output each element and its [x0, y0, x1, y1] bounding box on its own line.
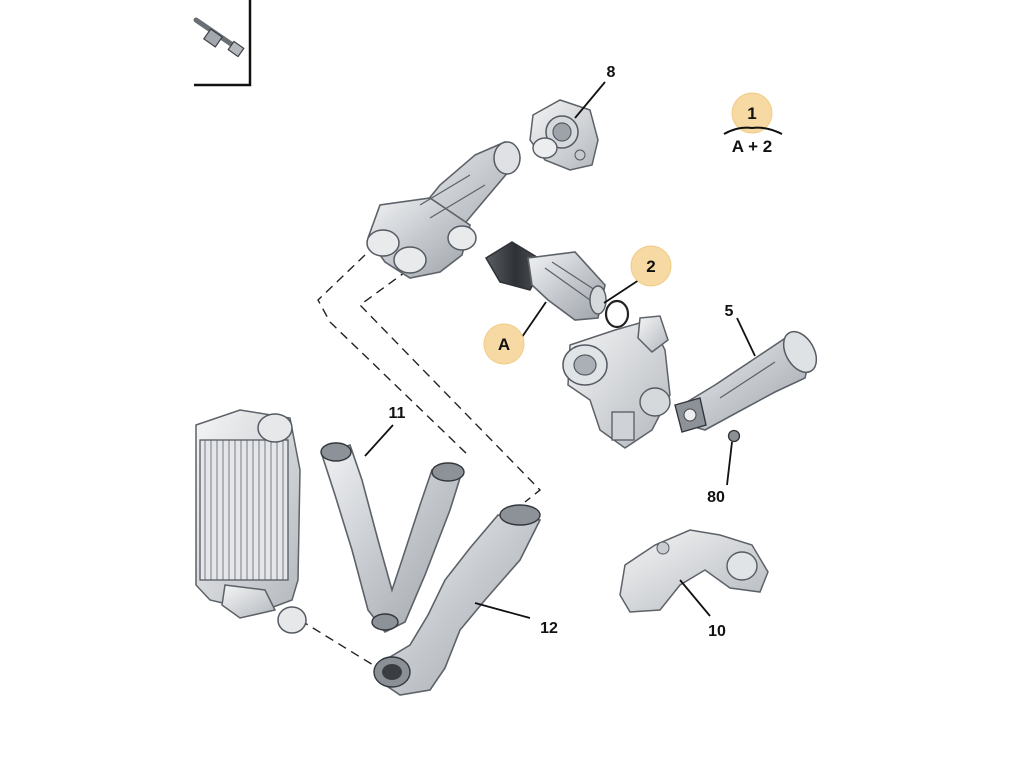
callout-label-8[interactable]: 8 — [607, 64, 616, 81]
callout-badge-A — [483, 323, 525, 365]
turbocharger — [562, 315, 671, 449]
bracket-part-10 — [619, 529, 769, 613]
connection-dashed-lines — [299, 254, 542, 669]
callout-2[interactable]: 2 — [630, 245, 672, 287]
callout-label-1: 1 — [747, 104, 756, 123]
o-ring-part-2 — [604, 299, 630, 329]
kit-callout-1[interactable]: 1 A + 2 — [723, 92, 783, 156]
callout-label-2: 2 — [646, 257, 655, 276]
callout-label-12[interactable]: 12 — [540, 620, 558, 637]
intake-manifold-tube — [366, 141, 522, 279]
charge-hose-part-11 — [320, 442, 465, 634]
callout-label-10[interactable]: 10 — [708, 623, 726, 640]
intercooler — [195, 409, 307, 634]
callout-A[interactable]: A — [483, 323, 525, 365]
intake-hose-part-A — [484, 241, 607, 321]
brace-icon — [723, 126, 783, 135]
nut-part-80 — [727, 429, 741, 443]
callout-badge-1 — [731, 92, 773, 134]
callout-label-80[interactable]: 80 — [707, 489, 725, 506]
inset-frame — [193, 0, 252, 87]
callout-label-A: A — [498, 335, 510, 354]
charge-hose-part-12 — [373, 504, 542, 696]
callout-label-5[interactable]: 5 — [725, 303, 734, 320]
throttle-body-part-8 — [529, 99, 599, 171]
outlet-pipe-part-5 — [674, 330, 818, 433]
callout-label-11[interactable]: 11 — [389, 405, 406, 422]
bolt-icon — [193, 17, 245, 58]
kit-formula-text: A + 2 — [732, 137, 772, 156]
callout-badge-2 — [630, 245, 672, 287]
